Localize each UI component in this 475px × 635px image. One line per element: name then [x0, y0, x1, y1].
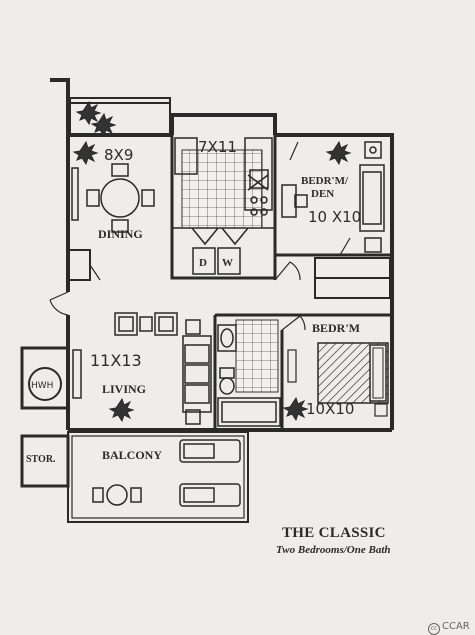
- living-furniture: [72, 312, 212, 425]
- den-furniture: [281, 141, 385, 253]
- bedroom-label: BEDR'M: [312, 321, 360, 335]
- dishwasher-closet: [192, 247, 241, 275]
- balcony-label: BALCONY: [102, 448, 162, 462]
- dining-dimension: 8X9: [104, 146, 133, 164]
- bedroom-dimension: 10X10: [306, 400, 354, 418]
- balcony-furniture: [92, 439, 241, 507]
- bedroom-den-line1: BEDR'M/: [301, 175, 349, 187]
- water-heater-label: HWH: [31, 381, 53, 391]
- dining-table: [86, 163, 155, 233]
- dishwasher-d-label: D: [199, 257, 207, 269]
- kitchen-dimension: 7X11: [198, 138, 237, 156]
- top-patio: [69, 97, 171, 135]
- plan-subtitle: Two Bedrooms/One Bath: [276, 544, 391, 556]
- living-dimension: 11X13: [90, 351, 142, 370]
- door-swings: [49, 141, 351, 331]
- dining-cabinet: [71, 167, 79, 221]
- den-dimension: 10 X10: [308, 208, 361, 226]
- water-heater: [28, 367, 62, 401]
- bedroom-bed: [287, 342, 389, 417]
- plants: [72, 100, 352, 423]
- interior-walls: [67, 135, 392, 430]
- bedroom-den-label: BEDR'M/ DEN: [301, 175, 351, 200]
- dining-label: DINING: [98, 227, 143, 241]
- bedroom-den-line2: DEN: [311, 188, 334, 200]
- license-text: CCAR: [442, 621, 470, 632]
- storage-wing: [20, 346, 249, 523]
- storage-label: STOR.: [26, 454, 56, 465]
- cc-icon: cc: [428, 623, 440, 635]
- bath-fixtures: [217, 324, 281, 427]
- bath-floor: [235, 319, 279, 393]
- plan-title: THE CLASSIC: [282, 525, 386, 541]
- dishwasher-w-label: W: [222, 257, 233, 269]
- living-label: LIVING: [102, 382, 146, 396]
- kitchen-fixtures: [172, 137, 275, 246]
